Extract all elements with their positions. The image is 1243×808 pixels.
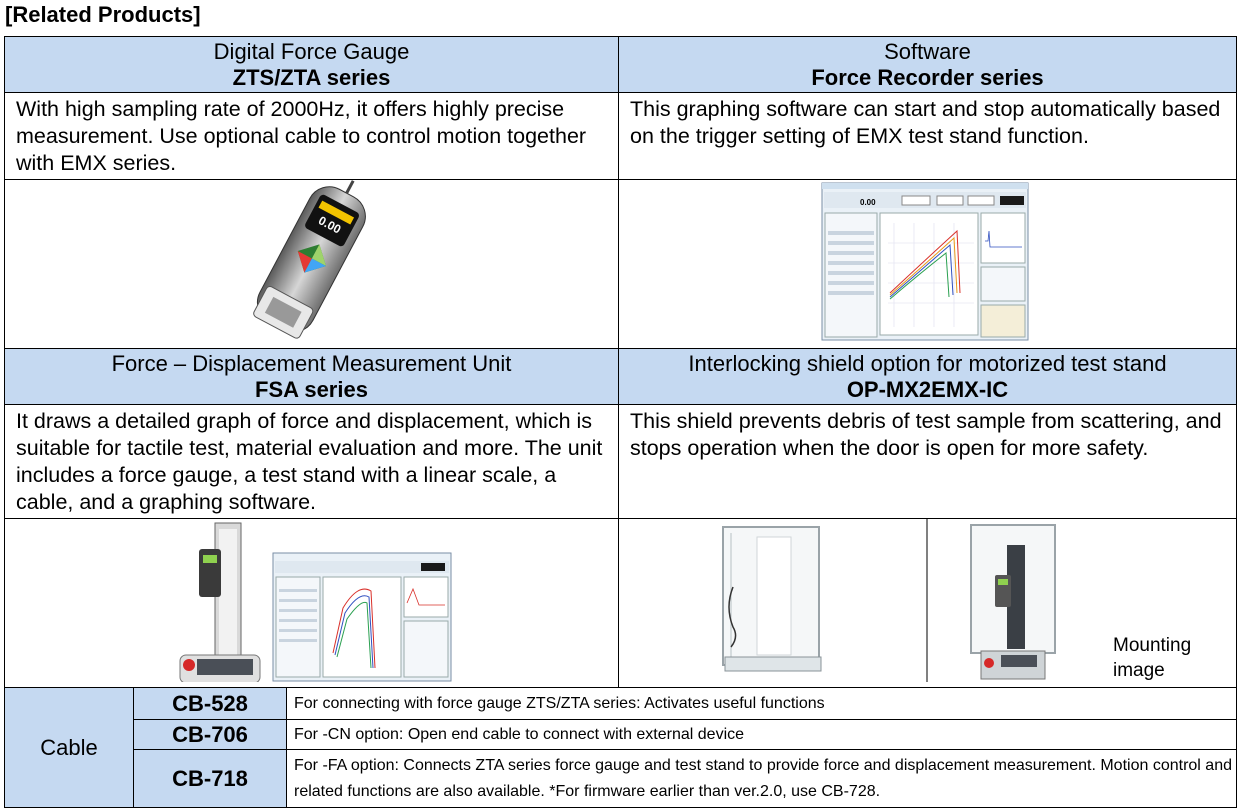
product-description: This shield prevents debris of test samp…	[618, 404, 1237, 519]
product-header-software: Software Force Recorder series	[618, 36, 1237, 93]
mounting-image-caption: Mounting image	[1113, 635, 1192, 681]
product-series: ZTS/ZTA series	[232, 65, 391, 90]
fsa-image	[179, 522, 452, 684]
cable-label: Cable	[4, 687, 134, 808]
cable-description: For -FA option: Connects ZTA series forc…	[286, 749, 1237, 808]
page-title: [Related Products]	[5, 2, 201, 27]
software-screenshot-cell: 0.00	[618, 179, 1237, 349]
cable-description: For -CN option: Open end cable to connec…	[286, 719, 1237, 750]
product-name: Force – Displacement Measurement Unit	[111, 351, 512, 376]
product-header-fsa: Force – Displacement Measurement Unit FS…	[4, 348, 619, 405]
product-header-force-gauge: Digital Force Gauge ZTS/ZTA series	[4, 36, 619, 93]
cable-description: For connecting with force gauge ZTS/ZTA …	[286, 687, 1237, 720]
product-series: OP-MX2EMX-IC	[846, 377, 1009, 402]
product-description: It draws a detailed graph of force and d…	[4, 404, 619, 519]
cable-code: CB-528	[133, 687, 287, 720]
product-name: Digital Force Gauge	[213, 39, 410, 64]
product-name: Interlocking shield option for motorized…	[688, 351, 1167, 376]
shield-image-cell: Mounting image	[618, 518, 1237, 688]
product-header-shield: Interlocking shield option for motorized…	[618, 348, 1237, 405]
shield-image: Mounting image	[722, 519, 1192, 682]
product-series: FSA series	[255, 377, 368, 402]
product-name: Software	[884, 39, 971, 64]
cable-code: CB-706	[133, 719, 287, 750]
cable-table: Cable CB-528 For connecting with force g…	[4, 687, 1237, 808]
related-products-grid: Digital Force Gauge ZTS/ZTA series Softw…	[4, 36, 1237, 808]
software-value: 0.00	[860, 198, 876, 207]
force-gauge-image: 0.00	[253, 180, 366, 339]
fsa-image-cell	[4, 518, 619, 688]
product-description: With high sampling rate of 2000Hz, it of…	[4, 92, 619, 180]
cable-code: CB-718	[133, 749, 287, 808]
force-gauge-image-cell: 0.00	[4, 179, 619, 349]
software-screenshot: 0.00	[821, 182, 1029, 341]
product-series: Force Recorder series	[811, 65, 1044, 90]
product-description: This graphing software can start and sto…	[618, 92, 1237, 180]
products-table: Digital Force Gauge ZTS/ZTA series Softw…	[4, 36, 1237, 688]
